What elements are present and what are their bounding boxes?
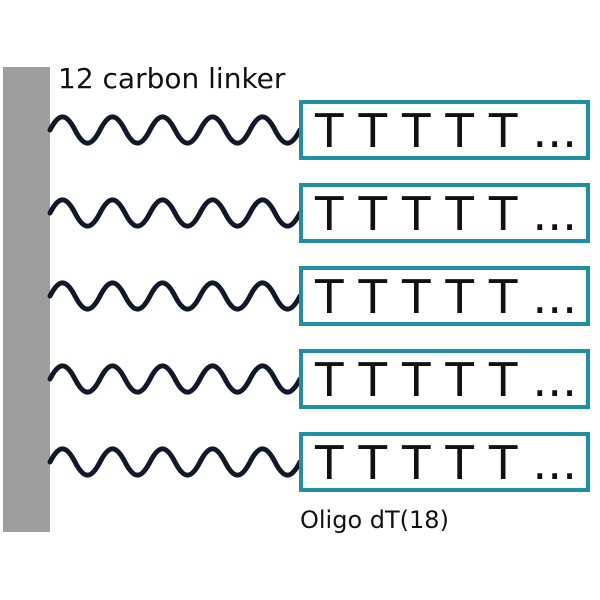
solid-support-surface bbox=[3, 67, 50, 532]
oligo-box bbox=[299, 266, 590, 326]
oligo-box bbox=[299, 100, 590, 160]
oligo-box bbox=[299, 183, 590, 243]
oligo-label: Oligo dT(18) bbox=[300, 506, 449, 534]
oligo-sequence: T T T T T ... bbox=[314, 104, 577, 158]
oligo-sequence: T T T T T ... bbox=[314, 187, 577, 241]
carbon-linker-wave bbox=[47, 114, 303, 146]
carbon-linker-wave bbox=[47, 197, 303, 229]
oligo-sequence: T T T T T ... bbox=[314, 270, 577, 324]
carbon-linker-wave bbox=[47, 280, 303, 312]
oligo-sequence: T T T T T ... bbox=[314, 353, 577, 407]
carbon-linker-wave bbox=[47, 446, 303, 478]
oligo-box bbox=[299, 432, 590, 492]
oligo-box bbox=[299, 349, 590, 409]
carbon-linker-wave bbox=[47, 363, 303, 395]
strands-group: T T T T T ... T T T T T ... T T T T T ... T… bbox=[47, 100, 590, 492]
linker-label: 12 carbon linker bbox=[58, 62, 286, 95]
oligo-sequence: T T T T T ... bbox=[314, 436, 577, 490]
